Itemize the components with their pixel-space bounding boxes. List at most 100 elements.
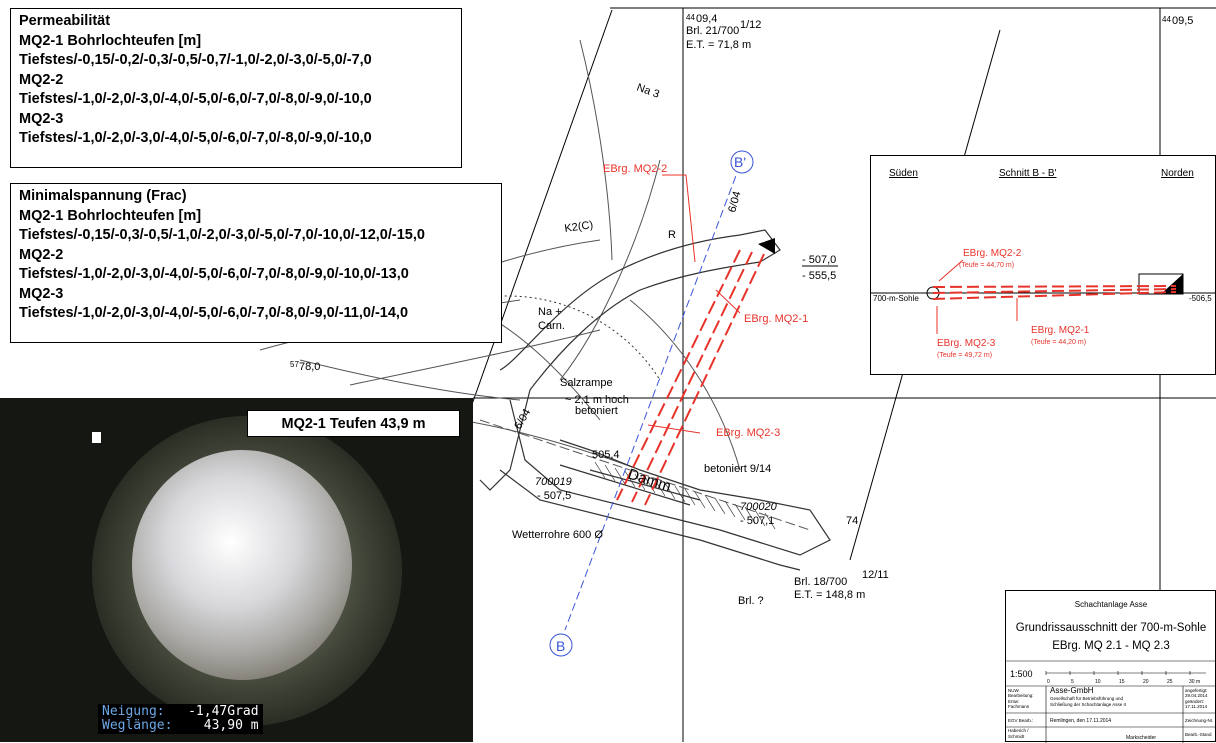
scale-tick-2: 10: [1095, 679, 1101, 685]
brl-question: Brl. ?: [738, 595, 764, 607]
scale-tick-3: 15: [1119, 679, 1125, 685]
stress-mq22-heading: MQ2-2: [19, 246, 64, 263]
camera-osd: Neigung: -1,47Grad Weglänge: 43,90 m: [98, 704, 263, 734]
radius-arc: [469, 295, 661, 381]
b-label: B: [556, 638, 565, 654]
section-bb-inset: Süden Schnitt B - B' Norden 700-m-Sohle …: [870, 155, 1216, 375]
section-south: Süden: [889, 168, 918, 179]
grid-44-right: 44: [1162, 15, 1171, 24]
na3-label: Na 3: [635, 82, 661, 101]
brl21-sup: 1/12: [740, 19, 761, 31]
perm-mq23-depths: Tiefstes/-1,0/-2,0/-3,0/-4,0/-5,0/-6,0/-…: [19, 130, 372, 146]
right-col-1: 29.04.2014: [1185, 693, 1208, 698]
permeability-box: Permeabilität MQ2-1 Bohrlochteufen [m] T…: [10, 8, 462, 168]
section-line-bb: [564, 164, 741, 631]
row-label-2: Entw:: [1008, 699, 1019, 704]
elev-5071: - 507,1: [740, 515, 774, 527]
scale-tick-6: 30 m: [1189, 679, 1200, 685]
grid-095: 09,5: [1172, 15, 1193, 27]
elev-555: - 555,5: [802, 270, 836, 282]
right-col-3: 17.11.2014: [1185, 704, 1208, 709]
title-company: Asse-GmbH: [1050, 686, 1094, 695]
right-col-2: geändert:: [1185, 699, 1204, 704]
pt700020: 700020: [740, 501, 778, 513]
row-label-3: Fachmann: [1008, 704, 1030, 709]
elev-74: 74: [846, 515, 858, 527]
grid-44-left: 44: [686, 13, 695, 22]
et-top: E.T. = 71,8 m: [686, 39, 751, 51]
brl21-label: Brl. 21/700: [686, 25, 739, 37]
na-carn-1: Na +: [538, 306, 562, 318]
et-bottom: E.T. = 148,8 m: [794, 589, 865, 601]
title-scale: 1:500: [1010, 669, 1033, 679]
perm-mq22-depths: Tiefstes/-1,0/-2,0/-3,0/-4,0/-5,0/-6,0/-…: [19, 91, 372, 107]
row-label-haberich: Haberich /: [1008, 728, 1029, 733]
camera-marker: [92, 432, 101, 443]
scale-tick-0: 0: [1047, 679, 1050, 685]
stress-mq21-heading: MQ2-1 Bohrlochteufen [m]: [19, 207, 202, 224]
triangle-marker: [758, 238, 775, 254]
title-site: Schachtanlage Asse: [1075, 600, 1148, 609]
perm-mq21-heading: MQ2-1 Bohrlochteufen [m]: [19, 32, 202, 49]
right-col-status: Bearb.-Stand: [1185, 732, 1212, 737]
stress-title: Minimalspannung (Frac): [19, 188, 187, 204]
damm-label: Damm: [626, 466, 673, 496]
section-elev: -506,5: [1189, 294, 1212, 303]
stress-mq21-depths: Tiefstes/-0,15/-0,3/-0,5/-1,0/-2,0/-3,0/…: [19, 227, 425, 243]
r-label: R: [668, 229, 676, 241]
title-block: Schachtanlage Asse Grundrissausschnitt d…: [1005, 590, 1216, 743]
photo-depth-label: MQ2-1 Teufen 43,9 m: [247, 410, 460, 437]
row-label-egv: EGV Bearb.:: [1008, 718, 1033, 723]
stress-mq23-depths: Tiefstes/-1,0/-2,0/-3,0/-4,0/-5,0/-6,0/-…: [19, 305, 409, 321]
title-markscheider: Markscheider: [1126, 735, 1156, 741]
osd-inclination-label: Neigung:: [102, 704, 165, 719]
ebrg-mq22-label: EBrg. MQ2-2: [603, 163, 667, 175]
ebrg-mq21-label: EBrg. MQ2-1: [744, 313, 808, 325]
wetterrohre-label: Wetterrohre 600 Ø: [512, 529, 603, 541]
row-label-1: Bearbeitung:: [1008, 693, 1034, 698]
section-mq23: EBrg. MQ2-3: [937, 338, 996, 349]
perm-mq23-heading: MQ2-3: [19, 110, 64, 127]
dim-604-left: 6/04: [512, 407, 533, 432]
scale-tick-4: 20: [1143, 679, 1149, 685]
stress-mq22-depths: Tiefstes/-1,0/-2,0/-3,0/-4,0/-5,0/-6,0/-…: [19, 266, 409, 282]
salzrampe-label: Salzrampe: [560, 377, 613, 389]
title-line2: EBrg. MQ 2.1 - MQ 2.3: [1052, 640, 1170, 652]
section-title: Schnitt B - B': [999, 168, 1057, 179]
brl18-label: Brl. 18/700: [794, 576, 847, 588]
grid-57: 57: [290, 360, 299, 369]
right-col-0: angefertigt:: [1185, 688, 1208, 693]
section-mq23-depth: (Teufe = 49,72 m): [937, 352, 992, 359]
row-label-schmidt: Schmidt: [1008, 734, 1025, 739]
min-stress-box: Minimalspannung (Frac) MQ2-1 Bohrlochteu…: [10, 183, 502, 343]
pt700019: 700019: [535, 476, 572, 488]
borehole-leaders: [647, 174, 741, 434]
borehole-bottom: [132, 450, 352, 680]
scale-tick-5: 25: [1167, 679, 1173, 685]
perm-mq21-depths: Tiefstes/-0,15/-0,2/-0,3/-0,5/-0,7/-1,0/…: [19, 52, 372, 68]
bprime-label: B': [734, 154, 746, 170]
section-mq22: EBrg. MQ2-2: [963, 248, 1022, 259]
elev-5075: - 507,5: [537, 490, 571, 502]
brl18-sup: 12/11: [862, 569, 889, 581]
k2c-label: K2(C): [564, 219, 594, 235]
section-mq21-depth: (Teufe = 44,20 m): [1031, 339, 1086, 346]
permeability-title: Permeabilität: [19, 13, 111, 29]
section-marker-bprime: [730, 150, 754, 174]
title-company-sub2: Schließung der Schachtanlage Asse II: [1050, 702, 1126, 707]
osd-inclination-value: -1,47Grad: [188, 704, 259, 719]
hoch-1: ~ 2,1 m hoch: [565, 394, 629, 406]
na-carn-2: Carn.: [538, 320, 565, 332]
osd-length-label: Weglänge:: [102, 718, 173, 733]
section-sohle: 700-m-Sohle: [873, 294, 919, 303]
title-place-date: Remlingen, den 17.11.2014: [1050, 718, 1111, 724]
borehole-lines: [616, 249, 765, 506]
betoniert914-label: betoniert 9/14: [704, 463, 771, 475]
grid-094: 09,4: [696, 13, 717, 25]
section-marker-b: [549, 633, 573, 657]
scale-tick-1: 5: [1071, 679, 1074, 685]
row-label-0: NUW.: [1008, 688, 1020, 693]
ebrg-mq23-label: EBrg. MQ2-3: [716, 427, 780, 439]
elev-5054: 505,4: [592, 449, 620, 461]
